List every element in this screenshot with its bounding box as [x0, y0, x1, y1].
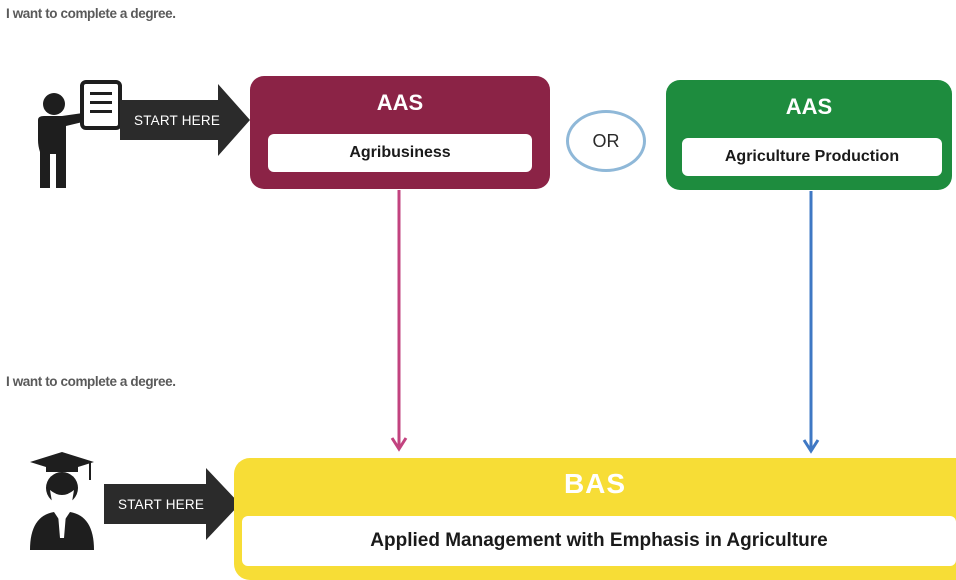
bas-program: Applied Management with Emphasis in Agri… — [242, 516, 956, 566]
aas-agribusiness-box: AAS Agribusiness — [250, 76, 550, 189]
aas-agriculture-production-title: AAS — [785, 94, 833, 119]
aas-agribusiness-program: Agribusiness — [268, 134, 532, 172]
or-circle: OR — [566, 110, 646, 172]
aas-agriculture-production-program: Agriculture Production — [682, 138, 942, 176]
or-label: OR — [592, 130, 620, 151]
connector-agriculture-production-to-bas — [802, 191, 820, 454]
start-here-label-top: START HERE — [134, 112, 221, 128]
bas-title: BAS — [563, 468, 627, 499]
start-here-arrow-bottom: START HERE — [104, 468, 240, 540]
start-here-arrow-top: START HERE — [120, 84, 250, 156]
bas-box: BAS Applied Management with Emphasis in … — [234, 458, 956, 580]
connector-agribusiness-to-bas — [390, 190, 408, 452]
start-here-label-bottom: START HERE — [118, 496, 205, 512]
intro-text-top: I want to complete a degree. — [6, 6, 176, 21]
aas-agriculture-production-box: AAS Agriculture Production — [666, 80, 952, 190]
graduate-icon — [26, 452, 96, 552]
aas-agribusiness-title: AAS — [376, 90, 424, 115]
intro-text-bottom: I want to complete a degree. — [6, 374, 176, 389]
